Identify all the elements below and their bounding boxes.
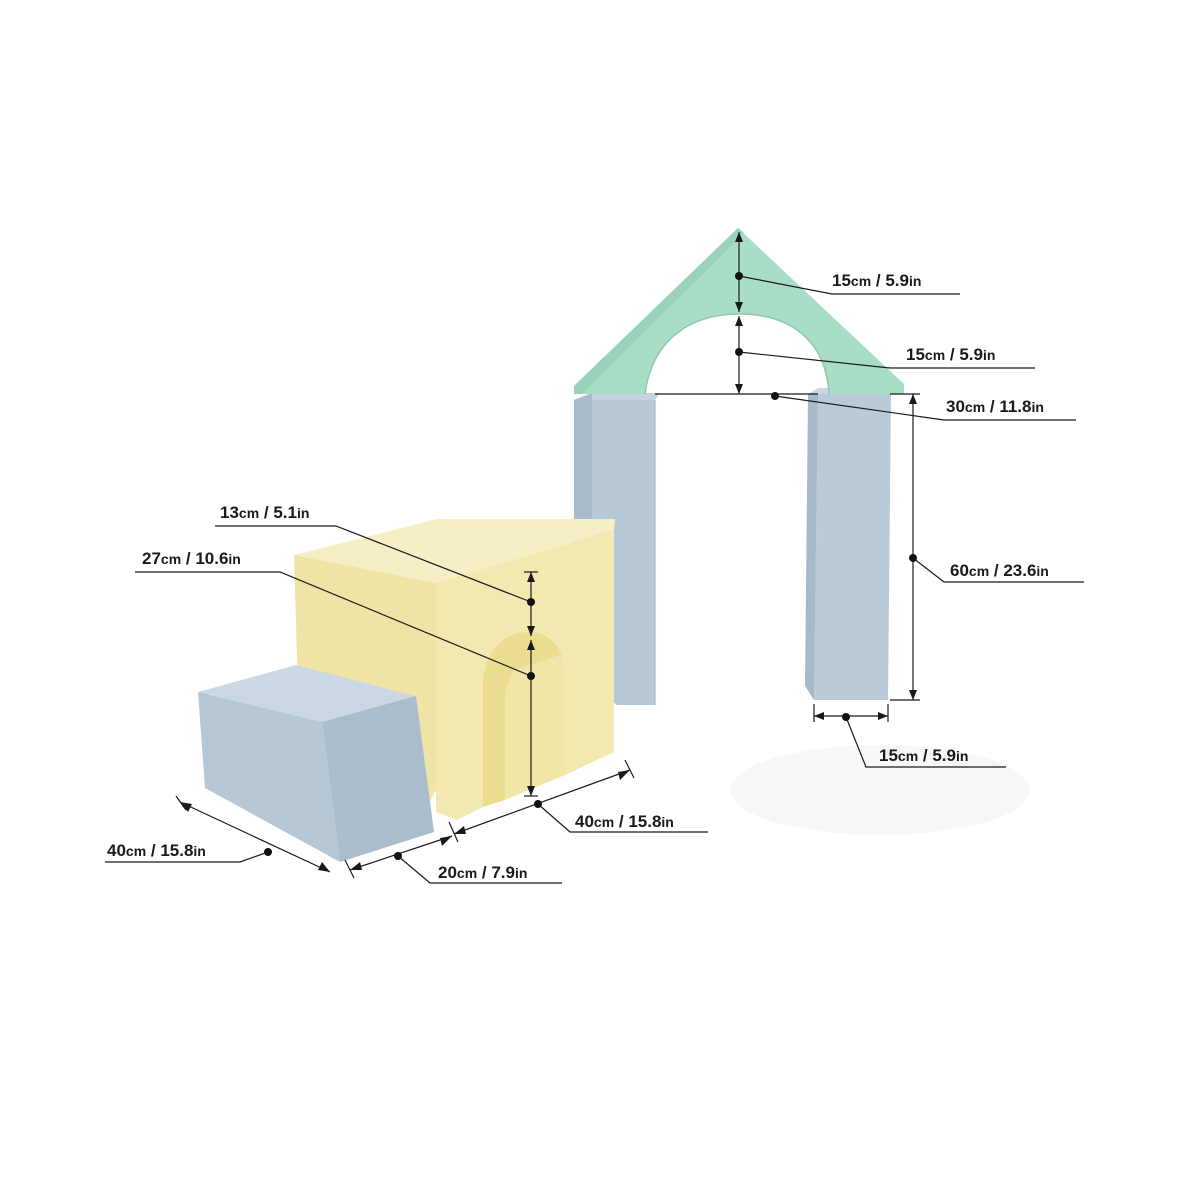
label-arch-height: 15cm / 5.9in: [906, 345, 995, 364]
dim-cube-width: 20cm / 7.9in: [344, 835, 562, 884]
dim-pillar-width: 15cm / 5.9in: [813, 704, 1006, 768]
dim-cube-length: 40cm / 15.8in: [105, 795, 331, 873]
dim-tunnel-top: 13cm / 5.1in: [215, 503, 538, 636]
dim-arch-height: 15cm / 5.9in: [735, 316, 1035, 394]
dim-arch-width: 30cm / 11.8in: [655, 392, 1076, 421]
label-arch-width: 30cm / 11.8in: [946, 397, 1044, 416]
label-tunnel-top: 13cm / 5.1in: [220, 503, 309, 522]
label-cube-width: 20cm / 7.9in: [438, 863, 527, 882]
dim-tunnel-opening: 27cm / 10.6in: [135, 549, 538, 797]
label-pillar-width: 15cm / 5.9in: [879, 746, 968, 765]
dim-tunnel-length: 40cm / 15.8in: [448, 759, 708, 843]
dim-roof-height: 15cm / 5.9in: [735, 232, 960, 312]
blue-pillar-right: [805, 388, 898, 700]
dim-pillar-height: 60cm / 23.6in: [890, 393, 1084, 701]
yellow-tunnel-block: [294, 519, 615, 820]
label-roof-height: 15cm / 5.9in: [832, 271, 921, 290]
label-tunnel-length: 40cm / 15.8in: [575, 812, 674, 831]
blue-rectangular-block: [198, 665, 434, 862]
label-pillar-height: 60cm / 23.6in: [950, 561, 1049, 580]
label-cube-length: 40cm / 15.8in: [107, 841, 206, 860]
label-tunnel-opening: 27cm / 10.6in: [142, 549, 241, 568]
